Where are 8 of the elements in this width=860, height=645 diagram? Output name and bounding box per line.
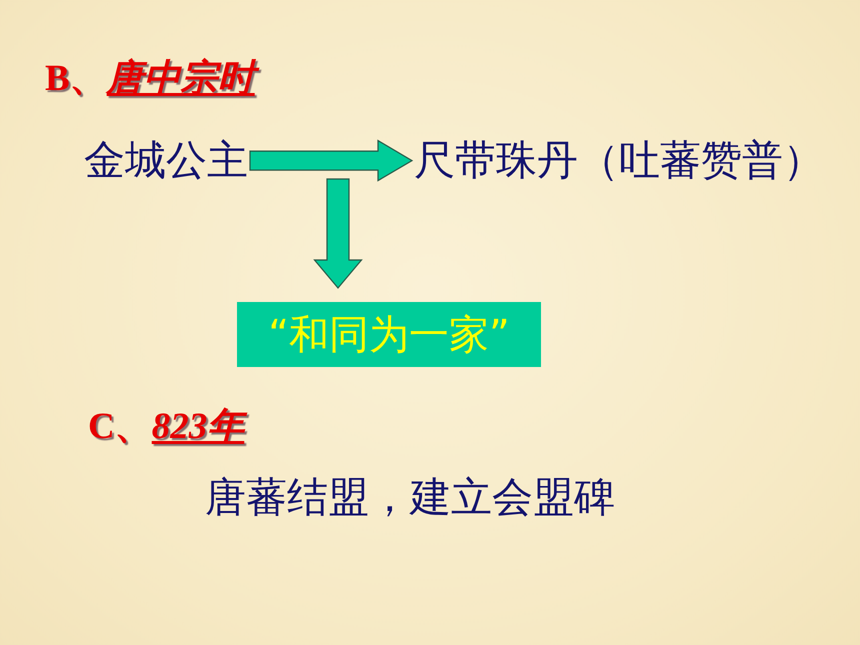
highlight-box: “和同为一家” xyxy=(237,302,541,367)
node-label: 金城公主 xyxy=(84,137,248,184)
block-arrow xyxy=(249,140,414,182)
block-arrow xyxy=(313,178,363,289)
section-heading: B、唐中宗时 xyxy=(45,55,265,110)
section-heading: C、823年 xyxy=(88,403,254,458)
node-label: 尺带珠丹（吐蕃赞普） xyxy=(414,137,824,184)
body-text: 唐蕃结盟，建立会盟碑 xyxy=(205,474,615,522)
